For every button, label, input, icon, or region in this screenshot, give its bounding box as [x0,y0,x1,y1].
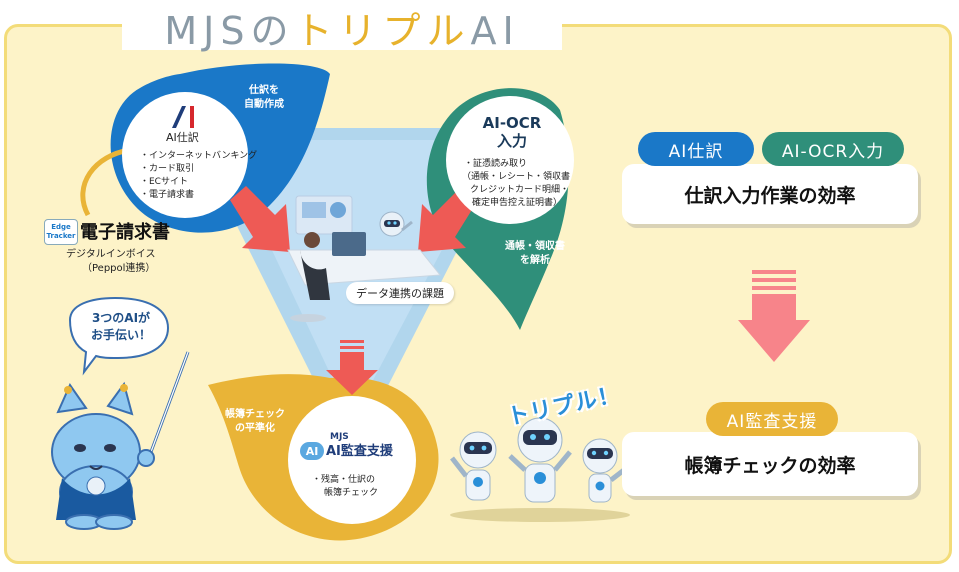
ai-ocr-item: ・証憑読み取り [464,159,528,169]
ai-shiwake-item: ・ECサイト [140,177,188,187]
triple-robots [450,417,630,522]
ai-kansa-item: ・残高・仕訳の [312,475,376,485]
ai-shiwake-item: ・電子請求書 [140,190,195,200]
ai-kansa-circle [288,396,416,524]
ai-kansa-brand-small: MJS [330,432,349,442]
ai-kansa-brand-name: AI監査支援 [326,444,393,459]
ai-ocr-item: （通帳・レシート・領収書 [462,172,571,182]
edge-sub2: （Peppol連携） [82,263,156,274]
edge-arrow [80,147,131,217]
ai-shiwake-item: ・インターネットバンキング [140,151,258,161]
ai-kansa-item: 帳簿チェック [324,488,379,498]
ai-shiwake-tag: 仕訳を 自動作成 [244,85,284,110]
ai-ocr-item: クレジットカード明細・ [470,185,570,195]
ai-shiwake-item: ・カード取引 [140,164,195,174]
box-book-check-efficiency-text: 帳簿チェックの効率 [684,454,856,477]
title-box: MJSのトリプルAI [122,4,562,53]
ai-shiwake-logo-icon [172,106,198,128]
center-label: データ連携の課題 [346,282,454,304]
box-shiwake-efficiency: 仕訳入力作業の効率 [622,164,918,224]
ai-ocr-tag: 通帳・領収書 を解析 [505,241,565,266]
edge-sub1: デジタルインボイス [66,249,156,260]
arrow-to-kansa [326,340,378,395]
ai-kansa-logo-icon: AI [300,442,324,460]
ai-kansa-tag: 帳簿チェック の平準化 [225,409,285,434]
ai-ocr-item: 確定申告控え証明書） [472,198,563,208]
ai-shiwake-heading: AI仕訳 [166,131,199,144]
box-shiwake-efficiency-text: 仕訳入力作業の効率 [684,184,856,207]
speech-bubble [68,296,170,376]
edge-name: 電子請求書 [80,222,170,243]
office-illustration [287,195,441,322]
mascot-cat [51,351,190,530]
bubble-text: 3つのAIがお手伝い！ [90,311,151,342]
arrow-right-down [738,270,810,362]
ai-ocr-circle [446,96,574,224]
ai-shiwake-circle [122,92,248,218]
pill-ai-kansa: AI監査支援 [706,402,838,436]
page-title: MJSのトリプルAI [164,8,520,53]
pill-ai-shiwake: AI仕訳 [638,132,754,166]
box-book-check-efficiency: 帳簿チェックの効率 [622,432,918,496]
pill-ai-ocr: AI-OCR入力 [762,132,904,166]
